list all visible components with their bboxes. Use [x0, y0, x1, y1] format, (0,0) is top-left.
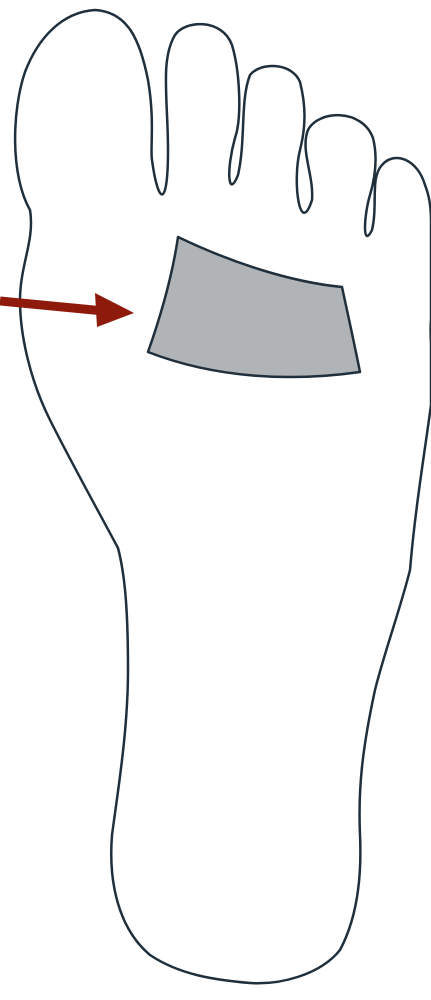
indicator-arrow	[0, 293, 134, 327]
foot-outline	[13, 8, 431, 985]
highlighted-region	[146, 235, 362, 379]
arrow-shaft	[0, 296, 105, 316]
arrow-head	[95, 293, 134, 327]
